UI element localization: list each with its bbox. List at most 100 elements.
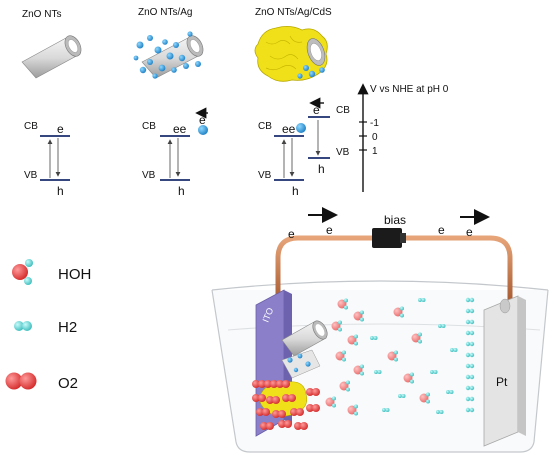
oxygen-molecule xyxy=(282,394,290,402)
water-molecule xyxy=(403,373,413,383)
hole-label: h xyxy=(178,184,185,198)
water-molecule xyxy=(331,321,341,331)
electron-pair-label: ee xyxy=(282,122,296,136)
hydrogen-molecule xyxy=(450,348,454,352)
oxygen-molecule xyxy=(306,404,314,412)
water-molecule xyxy=(339,381,349,391)
pt-cathode: Pt xyxy=(483,295,526,447)
oxygen-molecule xyxy=(260,422,268,430)
circuit-electron-label: e xyxy=(466,225,473,239)
water-molecule xyxy=(347,405,357,415)
hydrogen-molecule xyxy=(436,410,440,414)
hydrogen-molecule xyxy=(465,407,471,413)
legend-item-water: HOH xyxy=(12,259,91,285)
water-molecule xyxy=(419,393,429,403)
electron-label: e xyxy=(57,122,64,136)
hydrogen-molecule xyxy=(382,408,386,412)
water-molecule xyxy=(335,351,345,361)
oxygen-molecule xyxy=(272,410,280,418)
circuit-electron-label: e xyxy=(326,223,333,237)
band-diagram-zno-ag-cds: CB VB ee e CB VB h h xyxy=(258,97,350,198)
potential-axis: V vs NHE at pH 0 -1 0 1 xyxy=(357,83,449,192)
vb-label-cds: VB xyxy=(336,147,350,158)
axis-tick-label: 0 xyxy=(372,132,378,143)
label-zno-ag-cds: ZnO NTs/Ag/CdS xyxy=(255,7,332,18)
electron-label: e xyxy=(199,113,206,127)
hydrogen-molecule xyxy=(465,352,471,358)
water-molecule xyxy=(353,365,363,375)
legend: HOH H2 O2 xyxy=(5,259,91,392)
legend-item-hydrogen: H2 xyxy=(14,319,77,336)
hole-label: h xyxy=(57,184,64,198)
label-zno-nts: ZnO NTs xyxy=(22,9,61,20)
oxygen-molecule xyxy=(290,408,298,416)
vb-label: VB xyxy=(258,170,272,181)
hole-label: h xyxy=(292,184,299,198)
bias-label: bias xyxy=(384,213,406,227)
hydrogen-molecule xyxy=(446,390,450,394)
hydrogen-molecule xyxy=(465,319,471,325)
hole-label-cds: h xyxy=(318,162,325,176)
water-molecule xyxy=(347,335,357,345)
oxygen-molecule xyxy=(252,394,260,402)
hydrogen-molecule xyxy=(465,330,471,336)
oxygen-molecule xyxy=(266,396,274,404)
oxygen-molecule xyxy=(294,422,302,430)
ag-nanoparticles xyxy=(133,31,201,79)
circuit-electron-label: e xyxy=(288,227,295,241)
water-molecule xyxy=(411,333,421,343)
band-diagram-zno-ag: CB VB ee e h xyxy=(142,107,208,198)
legend-label-oxygen: O2 xyxy=(58,375,78,392)
ag-particle-icon xyxy=(198,125,208,135)
zno-ag-cds-nanotube xyxy=(254,26,328,82)
hydrogen-molecule xyxy=(465,374,471,380)
hydrogen-molecule xyxy=(438,324,442,328)
water-molecule xyxy=(325,397,335,407)
hydrogen-molecule xyxy=(398,394,402,398)
hydrogen-molecule xyxy=(370,336,374,340)
circuit-electron-label: e xyxy=(438,223,445,237)
legend-item-oxygen: O2 xyxy=(5,372,78,392)
axis-tick-label: -1 xyxy=(370,118,379,129)
oxygen-molecule xyxy=(306,388,314,396)
oxygen-molecule xyxy=(252,380,260,388)
pt-label: Pt xyxy=(496,375,508,389)
water-molecule xyxy=(393,307,403,317)
oxygen-molecule xyxy=(256,408,264,416)
hydrogen-molecule xyxy=(465,341,471,347)
hydrogen-molecule xyxy=(465,385,471,391)
hydrogen-molecule xyxy=(418,298,422,302)
oxygen-molecule xyxy=(264,380,272,388)
hydrogen-molecule xyxy=(465,297,471,303)
vb-label: VB xyxy=(142,170,156,181)
cb-label-cds: CB xyxy=(336,105,350,116)
cb-label: CB xyxy=(258,121,272,132)
hydrogen-molecule xyxy=(465,396,471,402)
bias-source xyxy=(372,228,402,248)
hydrogen-molecule xyxy=(430,370,434,374)
ito-photoanode: ITO xyxy=(255,289,328,437)
legend-label-water: HOH xyxy=(58,266,91,283)
oxygen-molecule xyxy=(276,380,284,388)
molecules-layer xyxy=(252,297,475,430)
axis-title: V vs NHE at pH 0 xyxy=(370,84,449,95)
vb-label: VB xyxy=(24,170,38,181)
band-diagram-zno: CB VB e h xyxy=(24,121,70,198)
cb-label: CB xyxy=(142,121,156,132)
water-molecule xyxy=(353,311,363,321)
hydrogen-molecule xyxy=(465,363,471,369)
water-molecule xyxy=(387,351,397,361)
water-molecule xyxy=(337,299,347,309)
legend-label-hydrogen: H2 xyxy=(58,319,77,336)
oxygen-molecule xyxy=(278,420,286,428)
zno-nanotube xyxy=(21,35,82,79)
axis-tick-label: 1 xyxy=(372,146,378,157)
label-zno-ag: ZnO NTs/Ag xyxy=(138,7,192,18)
cb-label: CB xyxy=(24,121,38,132)
hydrogen-molecule xyxy=(465,308,471,314)
zno-ag-nanotube xyxy=(133,31,204,79)
electron-pair-label: ee xyxy=(173,122,187,136)
hydrogen-molecule xyxy=(374,370,378,374)
electron-label: e xyxy=(313,103,320,117)
